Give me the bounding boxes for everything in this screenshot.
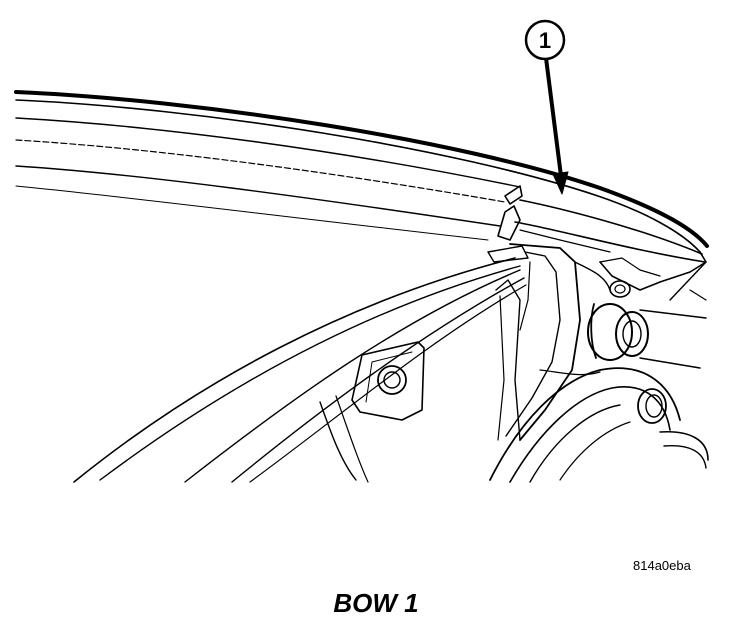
pivot-bolt	[587, 280, 707, 369]
bow-rail	[14, 90, 709, 253]
callout-leader	[544, 56, 569, 195]
linkage-arm	[489, 261, 709, 483]
seal-strands	[73, 245, 529, 483]
callout-badge: 1	[524, 19, 566, 61]
door-panel	[319, 341, 425, 483]
bow-bracket	[505, 243, 611, 441]
callout-number: 1	[539, 28, 551, 53]
figure-caption: BOW 1	[333, 588, 419, 618]
figure-code: 814a0eba	[633, 558, 691, 573]
